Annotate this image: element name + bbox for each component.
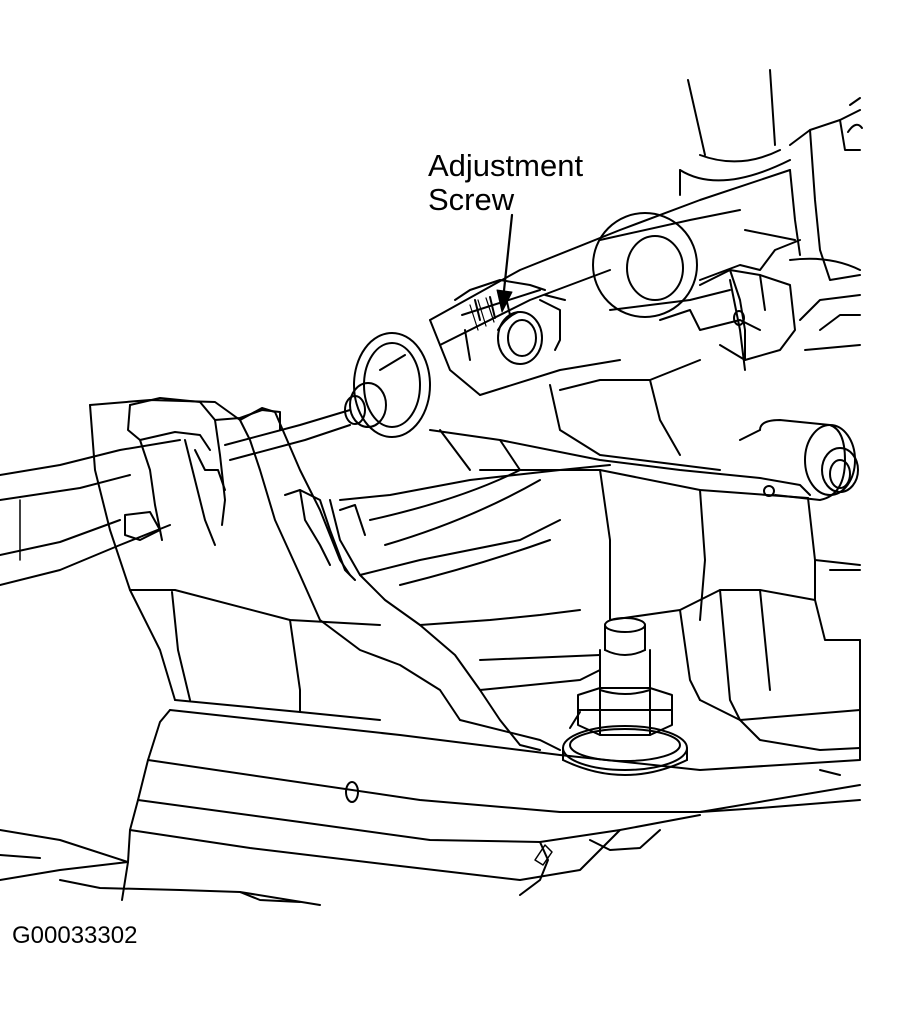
figure-id-label: G00033302: [12, 922, 138, 949]
cable-bushing: [345, 333, 430, 437]
shift-lever: [430, 70, 862, 470]
callout-label-line1: Adjustment: [428, 148, 584, 183]
shifter-housing: [90, 400, 860, 750]
mounting-stud-nut: [563, 618, 687, 775]
pivot-pin: [740, 420, 858, 500]
floor-pan-base: [0, 710, 860, 905]
shift-cable-conduit: [0, 398, 365, 585]
callout-leader-arrow: [497, 215, 512, 312]
callout-label-line2: Screw: [428, 182, 515, 217]
